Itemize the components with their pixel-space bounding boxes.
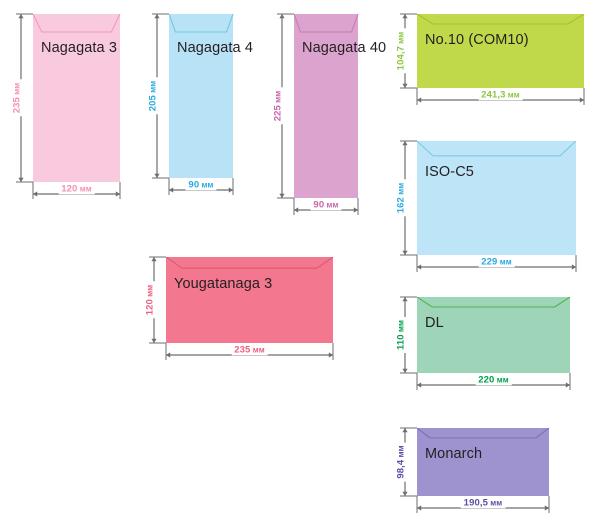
width-dimension-nagagata-4: 90 мм: [185, 179, 217, 191]
width-value: 90: [188, 179, 200, 191]
height-unit: мм: [396, 182, 406, 198]
width-value: 235: [234, 344, 251, 356]
height-value: 225: [272, 105, 284, 122]
height-value: 120: [144, 299, 156, 316]
width-unit: мм: [199, 180, 214, 190]
height-unit: мм: [12, 82, 22, 98]
envelope-body-nagagata-40[interactable]: [294, 14, 358, 198]
width-value: 190,5: [463, 497, 488, 509]
width-dimension-iso-c5: 229 мм: [478, 257, 515, 267]
envelope-body-no10-com10[interactable]: [417, 14, 584, 88]
width-dimension-dl: 220 мм: [475, 375, 512, 385]
height-unit: мм: [148, 80, 158, 96]
height-dimension-nagagata-4: 205 мм: [147, 77, 159, 115]
width-unit: мм: [494, 375, 509, 385]
width-dimension-nagagata-3: 120 мм: [58, 184, 95, 194]
height-dimension-nagagata-3: 235 мм: [11, 79, 23, 117]
width-value: 120: [61, 183, 78, 195]
width-dimension-yougatanaga-3: 235 мм: [231, 345, 268, 355]
height-unit: мм: [273, 90, 283, 106]
width-unit: мм: [497, 257, 512, 267]
width-dimension-monarch: 190,5 мм: [460, 497, 506, 509]
height-unit: мм: [396, 31, 406, 47]
height-dimension-no10-com10: 104,7 мм: [395, 28, 407, 74]
envelope-body-monarch[interactable]: [417, 428, 549, 496]
envelope-body-nagagata-3[interactable]: [33, 14, 120, 182]
height-value: 98,4: [395, 459, 407, 479]
height-dimension-iso-c5: 162 мм: [395, 179, 407, 217]
height-dimension-yougatanaga-3: 120 мм: [144, 281, 156, 319]
width-unit: мм: [505, 90, 520, 100]
width-dimension-nagagata-40: 90 мм: [310, 199, 342, 211]
height-dimension-dl: 110 мм: [395, 317, 407, 353]
envelope-body-dl[interactable]: [417, 297, 570, 373]
width-unit: мм: [250, 345, 265, 355]
height-dimension-monarch: 98,4 мм: [395, 442, 407, 482]
envelope-body-iso-c5[interactable]: [417, 141, 576, 255]
width-unit: мм: [324, 200, 339, 210]
width-value: 241,3: [481, 89, 506, 101]
height-dimension-nagagata-40: 225 мм: [272, 87, 284, 125]
height-value: 104,7: [395, 46, 407, 71]
width-unit: мм: [487, 498, 503, 508]
width-value: 90: [313, 199, 325, 211]
height-value: 110: [395, 334, 407, 350]
envelope-body-yougatanaga-3[interactable]: [166, 257, 333, 343]
width-unit: мм: [77, 184, 92, 194]
height-value: 205: [147, 95, 159, 112]
height-unit: мм: [145, 284, 155, 300]
envelope-body-nagagata-4[interactable]: [169, 14, 233, 178]
width-dimension-no10-com10: 241,3 мм: [478, 90, 523, 100]
height-value: 235: [11, 97, 23, 114]
width-value: 220: [478, 374, 495, 386]
height-unit: мм: [396, 445, 406, 460]
height-value: 162: [395, 197, 407, 214]
height-unit: мм: [396, 320, 406, 335]
width-value: 229: [481, 256, 498, 268]
